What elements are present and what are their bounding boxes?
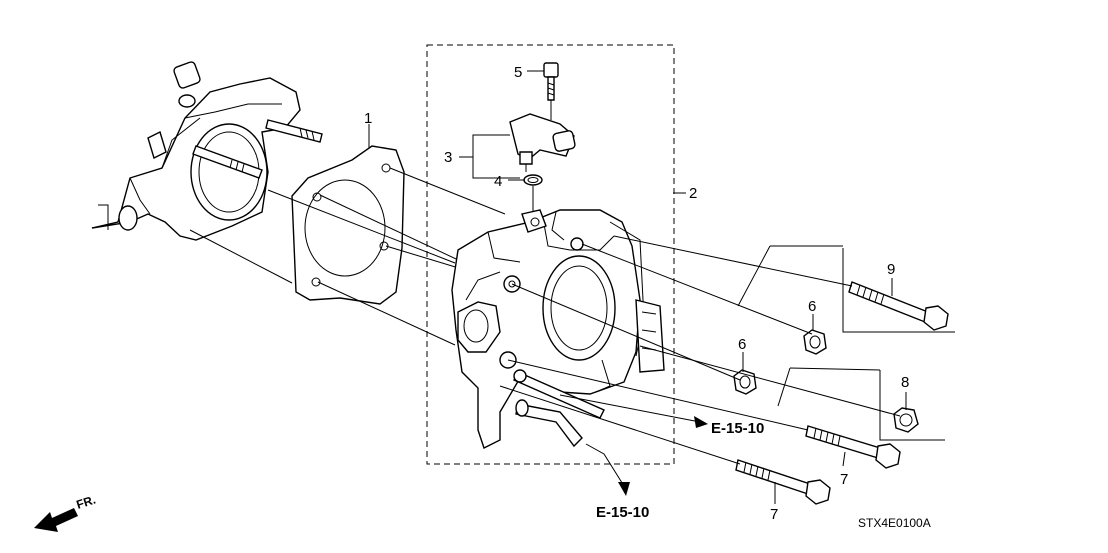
bracket-9: [842, 248, 955, 333]
bracket-8: [879, 370, 945, 441]
callout-9: 9: [887, 261, 895, 278]
flange-nut-6-lower: [733, 369, 757, 395]
flange-bolt-9: [848, 281, 949, 331]
flange-bolt-7-right: [805, 425, 901, 469]
callout-2: 2: [689, 185, 697, 202]
reference-arrow-right: [559, 394, 708, 428]
callout-5: 5: [514, 64, 522, 81]
front-direction-label: FR.: [75, 493, 98, 512]
callout-4: 4: [494, 173, 502, 190]
manifold-stud-upper: [265, 119, 323, 143]
callout-8: 8: [901, 374, 909, 391]
callout-7-left: 7: [770, 506, 778, 523]
callout-3: 3: [444, 149, 452, 166]
front-direction-arrow-icon: [34, 508, 78, 532]
callout-6-lower: 6: [738, 336, 746, 353]
reference-arrow-bottom: [585, 443, 630, 496]
manifold-stud-lower: [192, 145, 263, 179]
flange-nut-6-upper: [803, 329, 827, 355]
coolant-hose-upper: [513, 369, 605, 419]
o-ring: [523, 174, 543, 186]
callout-1: 1: [364, 110, 372, 127]
map-sensor: [509, 113, 576, 172]
fastener-lines: [499, 235, 901, 465]
diagram-code: STX4E0100A: [858, 516, 931, 530]
gasket: [291, 145, 405, 305]
throttle-body: [451, 209, 665, 449]
reference-link-bottom[interactable]: E-15-10: [596, 504, 649, 521]
screw-5: [543, 62, 559, 101]
reference-link-right[interactable]: E-15-10: [711, 420, 764, 437]
flange-bolt-7-left: [735, 459, 831, 505]
flange-nut-8: [893, 407, 919, 433]
assembly-box: [426, 44, 675, 465]
callout-7-right: 7: [840, 471, 848, 488]
leader-lines: [368, 70, 907, 504]
intake-manifold: [91, 61, 301, 241]
coolant-hose-lower: [515, 399, 583, 448]
callout-6-upper: 6: [808, 298, 816, 315]
